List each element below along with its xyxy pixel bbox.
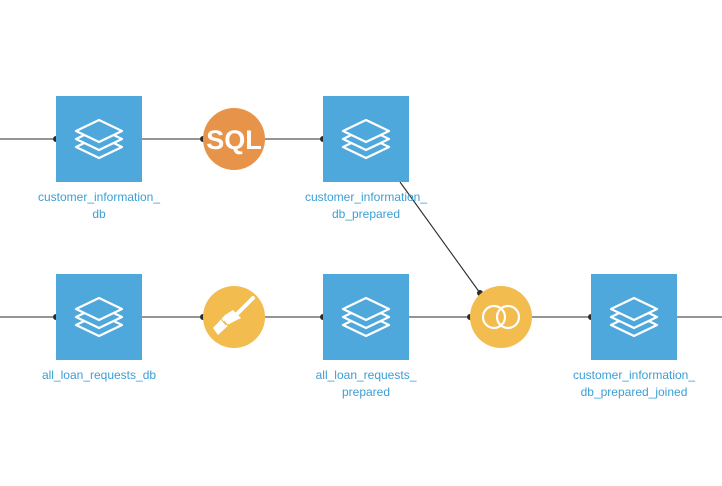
node-prepare-recipe[interactable]: [203, 286, 265, 348]
node-all-loan-requests-prepared[interactable]: [323, 274, 409, 360]
label-line: all_loan_requests_db: [41, 368, 157, 382]
label-line: db: [92, 207, 106, 221]
sql-icon: SQL: [206, 125, 262, 155]
label-customer-information-db-prepared-joined[interactable]: customer_information_ db_prepared_joined: [554, 367, 714, 401]
node-customer-information-db-prepared[interactable]: [323, 96, 409, 182]
stacked-layers-icon: [74, 296, 124, 338]
stacked-layers-icon: [341, 296, 391, 338]
label-all-loan-requests-db[interactable]: all_loan_requests_db: [19, 367, 179, 384]
node-all-loan-requests-db[interactable]: [56, 274, 142, 360]
node-customer-information-db[interactable]: [56, 96, 142, 182]
label-line: customer_information_: [572, 368, 696, 382]
stacked-layers-icon: [341, 118, 391, 160]
flow-nodes: SQL: [56, 96, 677, 360]
broom-icon: [213, 296, 255, 335]
label-line: db_prepared_joined: [580, 385, 688, 399]
node-customer-information-db-prepared-joined[interactable]: [591, 274, 677, 360]
label-line: all_loan_requests_: [315, 368, 417, 382]
link-customer_information_db_prepared-to-join_recipe: [399, 181, 481, 294]
label-line: customer_information_: [37, 190, 161, 204]
node-join-recipe[interactable]: [470, 286, 532, 348]
label-all-loan-requests-prepared[interactable]: all_loan_requests_ prepared: [286, 367, 446, 401]
label-line: db_prepared: [331, 207, 401, 221]
join-icon: [481, 304, 521, 330]
label-customer-information-db-prepared[interactable]: customer_information_ db_prepared: [286, 189, 446, 223]
node-sql-recipe[interactable]: SQL: [203, 108, 265, 170]
stacked-layers-icon: [609, 296, 659, 338]
stacked-layers-icon: [74, 118, 124, 160]
label-line: customer_information_: [304, 190, 428, 204]
sql-recipe-text: SQL: [206, 125, 262, 155]
label-customer-information-db[interactable]: customer_information_db: [19, 189, 179, 223]
label-line: prepared: [341, 385, 391, 399]
